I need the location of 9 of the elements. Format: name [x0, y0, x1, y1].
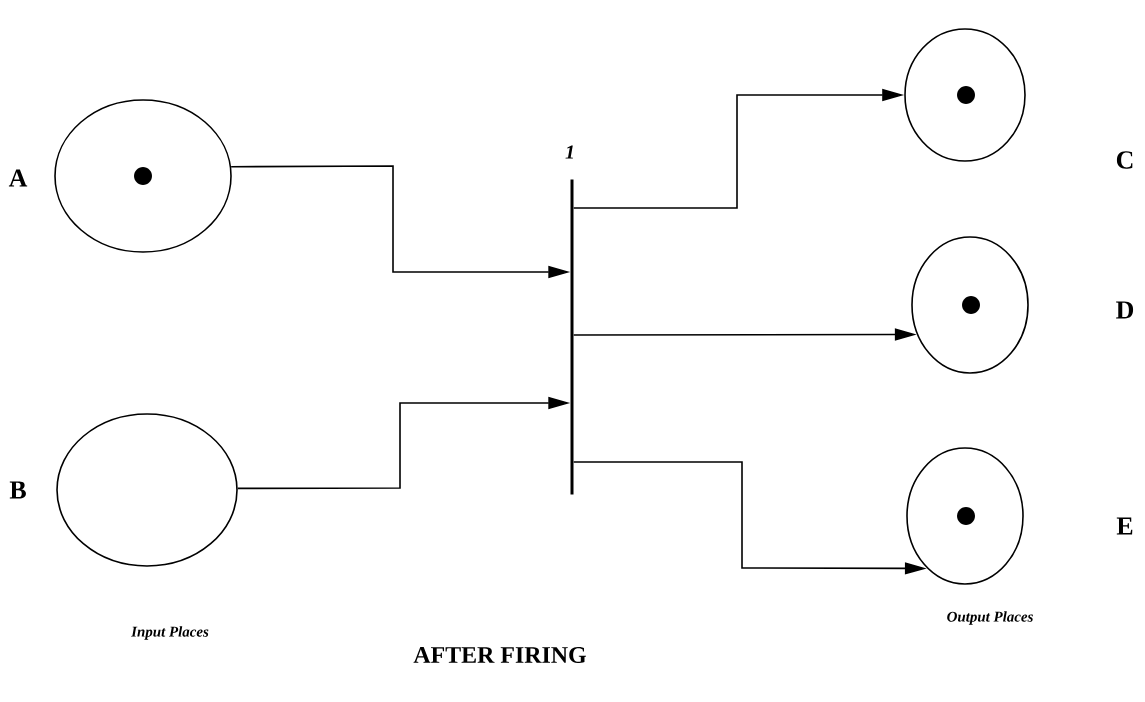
- place-label: B: [9, 481, 26, 499]
- caption-text: Input Places: [131, 626, 209, 640]
- place-label: C: [1116, 151, 1133, 169]
- transition-label: 1: [565, 145, 573, 159]
- place-label: D: [1116, 301, 1134, 319]
- diagram-title: AFTER FIRING: [413, 646, 586, 664]
- caption-text: Output Places: [947, 611, 1033, 625]
- place-label: E: [1116, 517, 1133, 535]
- place-label: A: [8, 169, 28, 187]
